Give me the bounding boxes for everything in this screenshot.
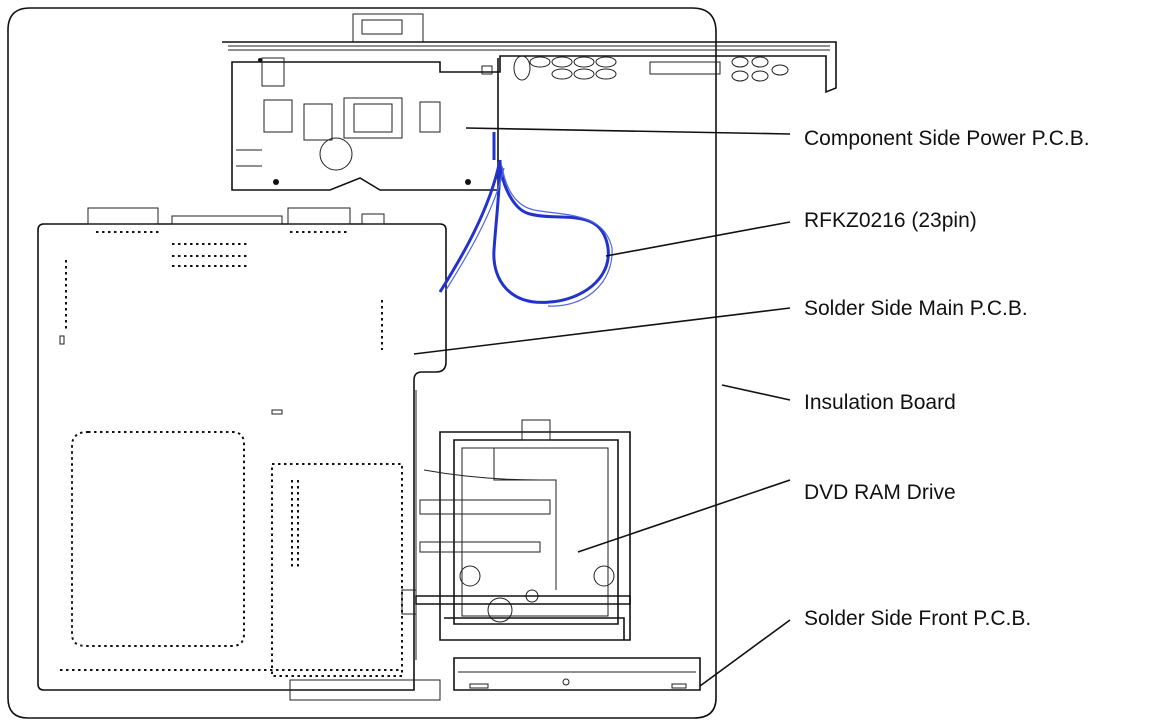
power-pcb-components — [236, 57, 471, 185]
label-insulation-board: Insulation Board — [804, 391, 956, 414]
label-power-pcb: Component Side Power P.C.B. — [804, 127, 1090, 150]
insulation-board — [7, 7, 717, 719]
dvd-ram-drive — [415, 390, 631, 660]
leader-lines — [413, 127, 791, 687]
label-dvd-ram-drive: DVD RAM Drive — [804, 481, 956, 504]
label-front-pcb: Solder Side Front P.C.B. — [804, 607, 1032, 630]
chassis-rail-holes — [481, 55, 789, 82]
main-pcb — [37, 207, 447, 691]
front-pcb — [289, 657, 701, 701]
label-cable: RFKZ0216 (23pin) — [804, 209, 977, 232]
flat-cable — [438, 132, 613, 307]
label-main-pcb: Solder Side Main P.C.B. — [804, 297, 1028, 320]
power-pcb — [222, 13, 837, 191]
